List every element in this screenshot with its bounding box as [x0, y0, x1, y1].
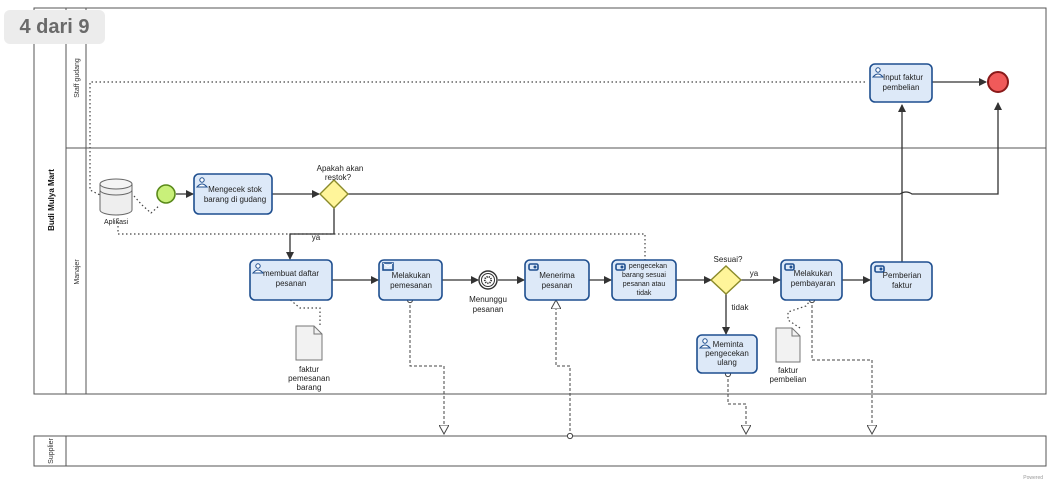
task-menerima-label-1: Menerima [539, 271, 575, 280]
task-mengecek-stok-label-1: Mengecek stok [208, 185, 263, 194]
task-pengecekan-barang[interactable]: pengecekan barang sesuai pesanan atau ti… [611, 259, 677, 301]
user-icon [251, 263, 265, 274]
doc-pembelian-label-2: pembelian [770, 375, 807, 384]
envelope-icon [382, 262, 394, 271]
timer-label-line2: pesanan [473, 305, 504, 314]
timer-event-menunggu[interactable]: Menunggu pesanan [469, 270, 507, 314]
task-pembayaran-label-1: Melakukan [794, 269, 833, 278]
task-input-faktur-pembelian[interactable]: Input faktur pembelian [869, 63, 933, 103]
task-pengecekan-label-3: pesanan atau [623, 281, 666, 288]
gateway-restok[interactable]: Apakah akan restok? [317, 164, 364, 209]
doc-pemesanan-label-2: pemesanan [288, 374, 330, 383]
doc-pemesanan-label-1: faktur [299, 365, 319, 374]
task-pemesanan-label-1: Melakukan [392, 271, 431, 280]
task-menerima-pesanan[interactable]: Menerima pesanan [524, 259, 590, 301]
message-flows [410, 300, 872, 436]
task-pengecekan-label-1: pengecekan [629, 263, 667, 270]
gateway-restok-label-1: Apakah akan [317, 164, 364, 173]
datastore-label: Aplikasi [104, 219, 129, 226]
user-icon [698, 338, 712, 349]
task-daftar-label-2: pesanan [276, 279, 307, 288]
task-meminta-pengecekan-ulang[interactable]: Meminta pengecekan ulang [696, 334, 758, 374]
document-faktur-pemesanan[interactable]: faktur pemesanan barang [288, 325, 330, 392]
task-type-icon [784, 263, 795, 271]
task-pembayaran-label-2: pembayaran [791, 279, 835, 288]
task-input-faktur-label-1: Input faktur [883, 73, 923, 82]
lane-label-staff-gudang: Staff gudang [74, 58, 81, 98]
task-menerima-label-2: pesanan [542, 281, 573, 290]
task-pengecekan-label-4: tidak [637, 290, 652, 297]
task-input-faktur-label-2: pembelian [883, 83, 920, 92]
task-melakukan-pemesanan[interactable]: Melakukan pemesanan [378, 259, 443, 301]
user-icon [871, 67, 885, 78]
doc-pembelian-label-1: faktur [778, 366, 798, 375]
task-melakukan-pembayaran[interactable]: Melakukan pembayaran [780, 259, 843, 301]
flow-label-ya-restok: ya [312, 233, 321, 242]
gateway-sesuai-label: Sesuai? [714, 255, 743, 264]
supplier-label: Supplier [48, 437, 55, 463]
pool-label: Budi Mulya Mart [47, 169, 56, 231]
gateway-sesuai[interactable]: Sesuai? [709, 255, 743, 295]
task-pemberian-faktur[interactable]: Pemberian faktur [870, 261, 933, 301]
task-pemberian-label-1: Pemberian [883, 271, 922, 280]
datastore-aplikasi[interactable]: Aplikasi [99, 178, 133, 226]
timer-label-line1: Menunggu [469, 295, 507, 304]
sequence-flows [176, 78, 1002, 335]
task-type-icon [615, 263, 626, 271]
task-mengecek-stok[interactable]: Mengecek stok barang di gudang [193, 173, 273, 215]
pool-supplier: Supplier [33, 435, 1047, 467]
flow-label-tidak: tidak [732, 303, 750, 312]
task-type-icon [528, 263, 539, 271]
start-event[interactable] [156, 184, 176, 204]
watermark: Powered [1023, 475, 1043, 481]
document-faktur-pembelian[interactable]: faktur pembelian [770, 327, 807, 384]
gateway-restok-label-2: restok? [325, 173, 352, 182]
task-membuat-daftar-pesanan[interactable]: membuat daftar pesanan [249, 259, 333, 301]
task-daftar-label-1: membuat daftar [263, 269, 319, 278]
end-event[interactable] [987, 71, 1009, 93]
user-icon [195, 177, 209, 188]
task-meminta-label-3: ulang [717, 358, 737, 367]
task-pengecekan-label-2: barang sesuai [622, 272, 666, 279]
doc-pemesanan-label-3: barang [297, 383, 322, 392]
lane-label-manajer: Manajer [74, 259, 81, 285]
page-indicator: 4 dari 9 [4, 10, 105, 44]
flow-label-ya-sesuai: ya [750, 269, 759, 278]
data-associations [89, 81, 865, 329]
task-pemberian-label-2: faktur [892, 281, 912, 290]
task-meminta-label-2: pengecekan [705, 349, 749, 358]
task-mengecek-stok-label-2: barang di gudang [204, 195, 266, 204]
task-pemesanan-label-2: pemesanan [390, 281, 432, 290]
task-meminta-label-1: Meminta [713, 340, 744, 349]
task-type-icon [874, 265, 885, 273]
